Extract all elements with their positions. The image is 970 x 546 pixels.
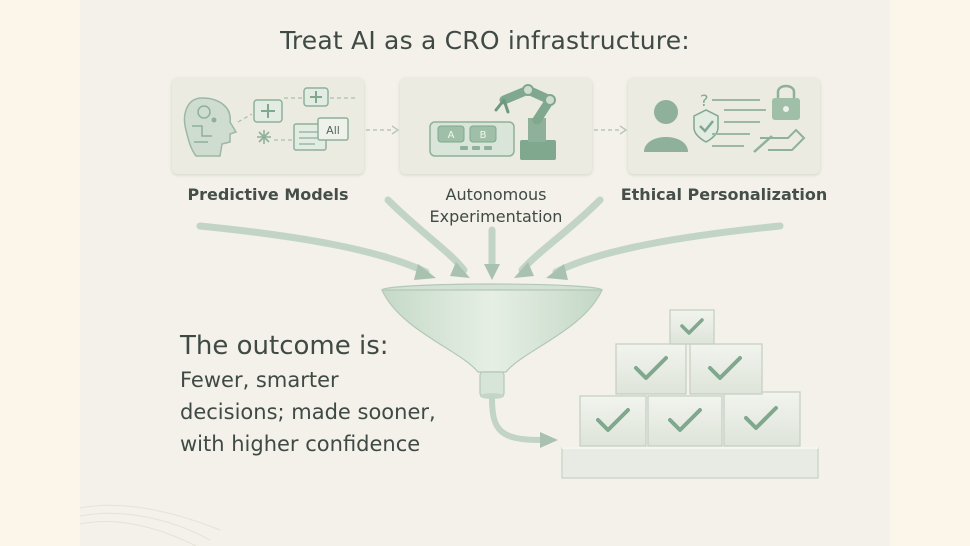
document-badge-text: All	[326, 124, 340, 137]
check-box-icon	[723, 391, 801, 447]
card-connector-2	[594, 125, 628, 135]
arrow-from-predictive	[384, 196, 468, 274]
decorative-lines	[79, 504, 221, 546]
outcome-line-1: Fewer, smarter	[180, 368, 339, 392]
converging-arrows	[196, 196, 784, 276]
card-predictive-models: All	[172, 78, 364, 174]
card-label-ethical-personalization: Ethical Personalization	[620, 185, 828, 204]
sparkle-icon	[257, 130, 271, 144]
plus-box-icon-2	[303, 87, 329, 107]
check-box-icon	[647, 395, 723, 447]
card-connector-1	[366, 125, 400, 135]
ai-head-icon	[183, 97, 238, 157]
card-ethical-personalization: ?	[628, 78, 820, 174]
arrow-from-left	[196, 222, 430, 276]
svg-text:?: ?	[700, 91, 709, 110]
user-icon	[644, 100, 688, 152]
outcome-text: The outcome is: Fewer, smarter decisions…	[180, 328, 436, 460]
ab-button-b: B	[480, 130, 487, 141]
card-label-predictive-models: Predictive Models	[187, 185, 349, 204]
arrow-heads	[414, 262, 568, 280]
plus-box-icon	[253, 99, 283, 123]
output-arrow	[489, 395, 558, 448]
outcome-line-3: with higher confidence	[180, 432, 421, 456]
question-icon: ?	[700, 91, 709, 110]
card-autonomous-experimentation: A B	[400, 78, 592, 174]
check-box-icon	[689, 343, 763, 395]
ab-button-a: A	[448, 130, 455, 141]
check-box-icon	[669, 309, 715, 345]
arrow-from-right	[552, 222, 784, 276]
card-label-line-1: Autonomous	[445, 185, 547, 204]
check-box-icon	[579, 395, 647, 447]
list-lines-icon	[712, 99, 766, 147]
check-box-icon	[615, 343, 687, 395]
outcome-heading: The outcome is:	[180, 331, 389, 361]
key-icon	[753, 128, 806, 153]
document-icon: All	[293, 117, 349, 151]
autonomous-experimentation-illustration: A B	[429, 84, 556, 160]
outcome-line-2: decisions; made sooner,	[180, 400, 436, 424]
ethical-personalization-illustration: ?	[644, 84, 806, 153]
page-title: Treat AI as a CRO infrastructure:	[280, 26, 690, 55]
predictive-models-illustration: All	[183, 87, 356, 157]
robot-arm-icon	[494, 84, 556, 160]
card-label-line-2: Experimentation	[429, 207, 563, 226]
funnel-icon	[381, 283, 603, 399]
check-blocks-pyramid	[579, 309, 801, 447]
base-slab	[561, 447, 819, 479]
ab-keypad-icon: A B	[429, 121, 515, 157]
lock-icon	[772, 84, 800, 120]
card-label-autonomous-experimentation: Autonomous Experimentation	[400, 184, 592, 228]
